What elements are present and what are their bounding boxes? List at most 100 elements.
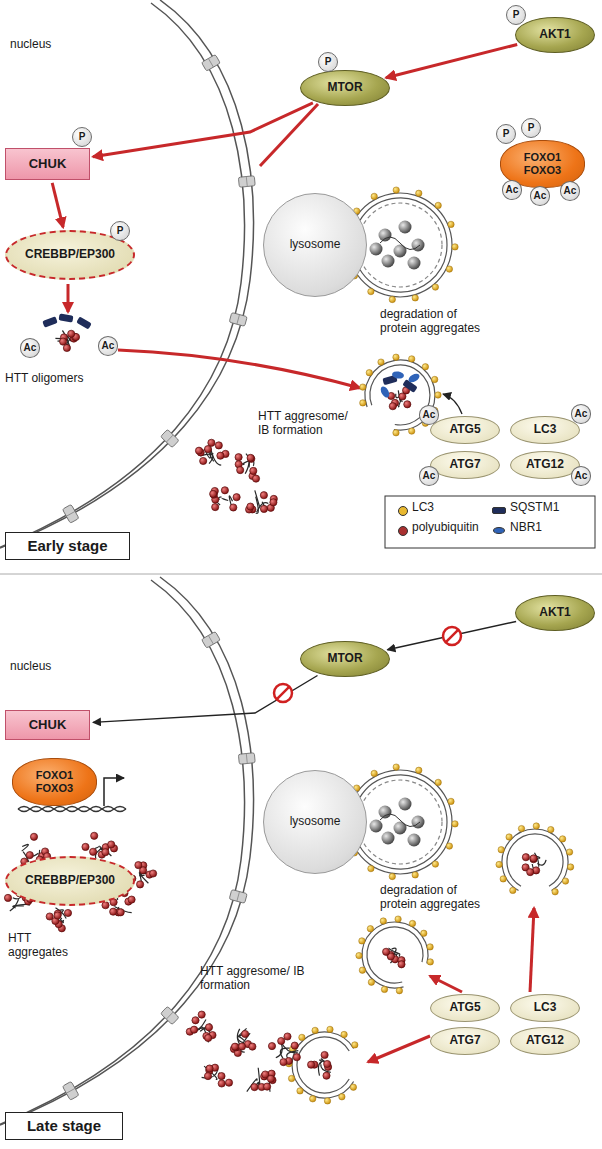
degraded-protein [399, 221, 412, 234]
protein-aggregate [246, 490, 278, 513]
nuclear-pore [208, 58, 213, 67]
polyubiquitin-dot [399, 393, 406, 400]
polyubiquitin-dot [217, 452, 224, 459]
lc3-dot [566, 849, 572, 855]
polyubiquitin-dot [278, 1037, 285, 1044]
kinase-ellipse: MTOR [300, 70, 390, 106]
lc3-dot [452, 244, 458, 250]
htt-strand [258, 1068, 260, 1086]
phagophore-membrane [297, 1037, 349, 1093]
htt-strand [139, 874, 144, 876]
polyubiquitin-dot [235, 454, 242, 461]
node-text: P [79, 131, 86, 143]
protein-aggregate [46, 908, 71, 932]
lc3-dot [312, 1027, 318, 1033]
kinase-box: CHUK [5, 710, 90, 740]
nuclear-envelope [0, 577, 255, 1128]
lc3-dot [435, 202, 441, 208]
node-text: AKT1 [539, 606, 570, 620]
polyubiquitin-dot [204, 446, 211, 453]
polyubiquitin-dot [527, 869, 534, 876]
nuclear-pore [161, 1006, 179, 1024]
lc3-dot [380, 918, 386, 924]
nuclear-membrane [0, 3, 244, 551]
lc3-dot [422, 364, 428, 370]
modification-circle: P [318, 52, 338, 72]
kinase-ellipse: AKT1 [515, 595, 595, 631]
lc3-dot [432, 861, 438, 867]
nuclear-pore [237, 315, 240, 325]
phagophore-membrane [359, 198, 447, 292]
polyubiquitin-dot [233, 494, 240, 501]
lc3-dot [416, 190, 422, 196]
lc3-dot [518, 825, 524, 831]
polyubiquitin-dot [4, 894, 11, 901]
phagophore [496, 823, 574, 895]
modification-circle: Ac [571, 466, 592, 486]
signal-connector [387, 622, 516, 650]
node-text: CHUK [29, 157, 67, 172]
polyubiquitin-dot [260, 492, 267, 499]
nuclear-pore [238, 753, 255, 765]
lc3-dot [359, 967, 365, 973]
sqstm1-shape [76, 316, 92, 329]
polyubiquitin-dot [212, 504, 219, 511]
degraded-protein [408, 834, 421, 847]
protein-aggregate [268, 1033, 300, 1066]
polyubiquitin-dot [195, 447, 202, 454]
inhibition-symbol [443, 627, 461, 645]
nuclear-pore [229, 312, 247, 326]
htt-strand [255, 490, 260, 505]
phagophore-membrane [367, 927, 423, 983]
degraded-protein [379, 229, 392, 242]
protein-aggregate [247, 1068, 276, 1092]
polyubiquitin-dot [230, 504, 237, 511]
annotation-label: HTT aggresome/ IB formation [200, 965, 315, 993]
inhibition-symbol [277, 687, 290, 700]
polyubiquitin-dot [323, 1072, 330, 1079]
inhibition-symbol [443, 627, 461, 645]
lc3-dot [371, 770, 377, 776]
polyubiquitin-dot [191, 1026, 198, 1033]
nuclear-pore [201, 54, 220, 71]
lc3-dot [559, 836, 565, 842]
nuclear-pore [62, 504, 79, 523]
kinase-ellipse: AKT1 [515, 17, 595, 53]
lc3-dot [288, 1075, 294, 1081]
polyubiquitin-dot [221, 487, 228, 494]
nuclear-pore [66, 511, 75, 516]
nbr1-shape [391, 371, 404, 380]
nuclear-pore [229, 889, 247, 903]
node-text: Ac [423, 409, 436, 421]
lc3-dot [352, 1042, 358, 1048]
lc3-dot [552, 889, 558, 895]
polyubiquitin-dot [248, 455, 255, 462]
nuclear-pore [201, 631, 220, 648]
lc3-dot [396, 988, 402, 994]
polyubiquitin-dot [398, 961, 405, 968]
lc3-dot [393, 764, 399, 770]
annotation-label: HTT aggresome/ IB formation [258, 410, 358, 438]
transcription-factor-blob: FOXO1 FOXO3 [12, 758, 97, 806]
autophagy-protein-ellipse: ATG12 [510, 451, 580, 479]
node-text: ATG7 [449, 1034, 480, 1048]
lc3-dot [360, 384, 366, 390]
polyubiquitin-dot [90, 848, 97, 855]
lc3-dot [435, 779, 441, 785]
autophagy-protein-ellipse: ATG12 [510, 1027, 580, 1055]
lc3-dot [350, 1084, 356, 1090]
lc3-dot [533, 823, 539, 829]
annotation-label: nucleus [10, 660, 90, 674]
polyubiquitin-dot [218, 1080, 225, 1087]
htt-strand [101, 848, 111, 856]
polyubiquitin-dot [117, 909, 124, 916]
annotation-label: degradation of protein aggregates [380, 308, 492, 336]
phagophore-membrane [502, 829, 568, 891]
htt-strand [247, 1079, 257, 1092]
phagophore-membrane [365, 360, 435, 430]
lc3-dot [416, 767, 422, 773]
lc3-dot [368, 979, 374, 985]
inhibition-symbol [274, 684, 292, 702]
modification-circle: Ac [20, 338, 41, 358]
node-text: ATG12 [526, 458, 564, 472]
